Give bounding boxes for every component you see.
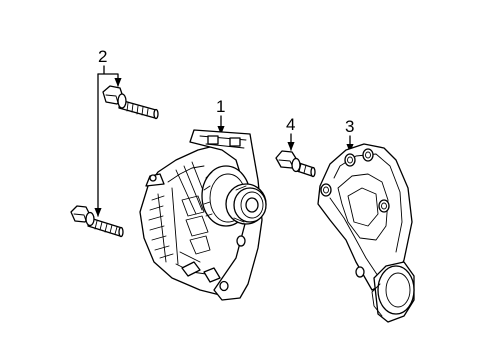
mounting-bracket [317,143,415,323]
callout-1: 1 [216,97,225,135]
leader-line-2a [97,65,118,86]
callout-2: 2 [94,47,118,217]
callout-label-1: 1 [216,97,225,116]
callout-4: 4 [286,115,295,151]
callout-label-3: 3 [345,117,354,136]
callout-label-4: 4 [286,115,295,134]
bolt-upper [102,85,159,120]
callout-3: 3 [345,117,354,153]
bolt-bracket [275,150,316,178]
callout-label-2: 2 [98,47,107,66]
bolt-lower [70,205,124,238]
alternator [139,129,267,301]
